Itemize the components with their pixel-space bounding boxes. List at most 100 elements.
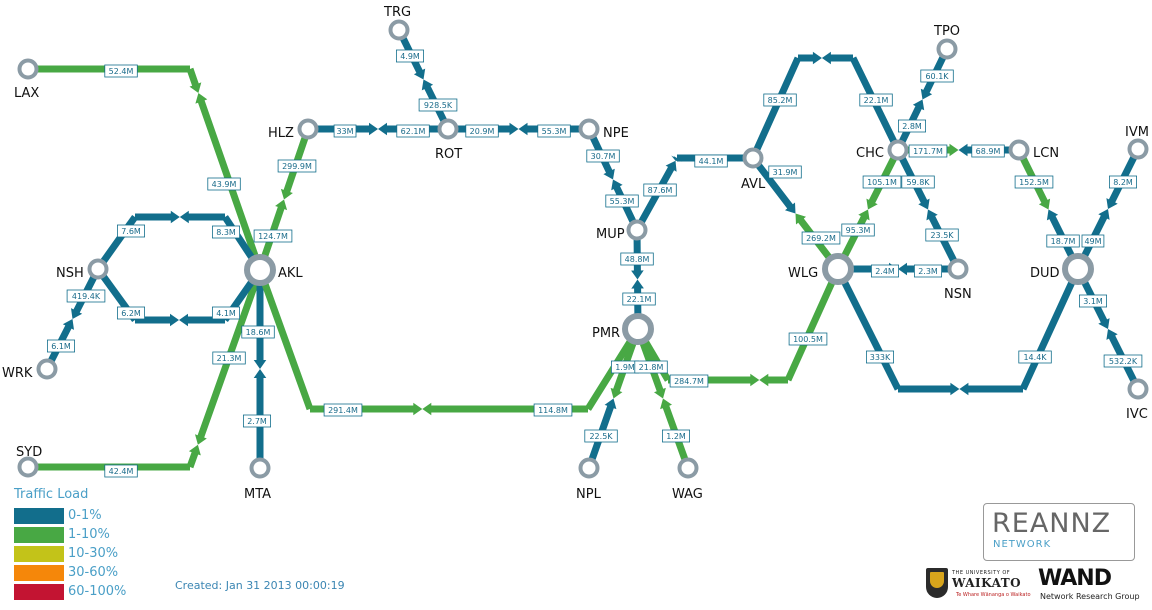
rate-label: 95.3M [841,223,875,237]
rate-label-box [669,374,709,388]
rate-label-text: 33M [336,127,353,136]
link-lax-akl [29,65,263,271]
legend-item-0-1: 0-1% [14,506,126,525]
link-syd-akl [29,269,263,471]
node-npl[interactable]: NPL [576,457,602,503]
router-node-icon[interactable] [1127,378,1149,400]
rate-label-box [1014,175,1054,189]
rate-label-box [253,229,293,243]
router-node-icon[interactable] [87,258,109,280]
router-node-icon[interactable] [249,457,271,479]
legend-label: 60-100% [68,584,127,599]
rate-label-text: 269.2M [806,234,836,243]
waikato-crest-icon [926,568,948,598]
rate-label: 49M [1081,234,1105,248]
node-wag[interactable]: WAG [672,457,703,503]
rate-label-box [1081,234,1105,248]
node-tpo[interactable]: TPO [933,24,960,60]
rate-label-box [104,64,138,78]
node-mta[interactable]: MTA [244,457,271,503]
rate-label: 333K [866,350,895,364]
node-label: WAG [672,487,703,502]
router-node-icon[interactable] [578,118,600,140]
rate-label: 85.2M [763,93,797,107]
router-node-icon[interactable] [1127,138,1149,160]
node-wrk[interactable]: WRK [2,358,58,382]
router-node-icon[interactable] [622,313,654,345]
rate-label-text: 100.5M [793,335,823,344]
legend-item-10-30: 10-30% [14,544,126,563]
links-layer [29,29,1141,471]
rate-label-box [277,159,317,173]
rate-label: 33M [333,124,357,138]
legend-title: Traffic Load [14,487,89,502]
rate-label-box [418,98,458,112]
node-wlg[interactable]: WLG [788,253,854,285]
node-hlz[interactable]: HLZ [268,118,319,142]
router-node-icon[interactable] [437,118,459,140]
rate-label-text: 22.1M [864,96,889,105]
rate-label: 419.4K [66,289,106,303]
rate-label: 532.2K [1103,354,1143,368]
rate-label-box [914,264,943,278]
link-wlg-dud [835,268,1081,396]
router-node-icon[interactable] [887,139,909,161]
rate-label: 291.4M [323,403,363,417]
router-node-icon[interactable] [36,358,58,380]
rate-label-box [323,403,363,417]
node-lax[interactable]: LAX [14,58,39,102]
router-node-icon[interactable] [17,456,39,478]
rate-label-box [925,228,959,242]
node-nsn[interactable]: NSN [944,258,972,303]
router-node-icon[interactable] [742,147,764,169]
link-avl-chc-in-arrow [821,51,853,65]
node-chc[interactable]: CHC [856,139,909,162]
rate-label-text: 105.1M [867,178,897,187]
node-rot[interactable]: ROT [435,118,462,163]
node-ivm[interactable]: IVM [1125,125,1149,160]
router-node-icon[interactable] [244,254,276,286]
router-node-icon[interactable] [626,219,648,241]
node-label: CHC [856,146,884,161]
rate-label: 62.1M [396,124,430,138]
rate-label-box [396,124,430,138]
rate-label: 44.1M [694,154,728,168]
node-pmr[interactable]: PMR [592,313,654,345]
router-node-icon[interactable] [822,253,854,285]
node-mup[interactable]: MUP [596,219,648,243]
link-wrk-nsh [44,268,101,370]
rate-label-box [584,429,618,443]
rate-label: 2.8M [898,119,927,133]
rate-label-text: 6.2M [121,309,141,318]
rate-label-text: 8.3M [216,228,236,237]
rate-label: 4.1M [211,306,240,320]
node-syd[interactable]: SYD [16,445,42,478]
rate-label-box [241,325,275,339]
link-akl-mta [253,271,267,467]
router-node-icon[interactable] [677,457,699,479]
rate-label-text: 284.7M [674,377,704,386]
node-npe[interactable]: NPE [578,118,629,142]
link-wlg-dud-out-arrow [898,382,960,396]
rate-label-box [211,306,240,320]
node-label: TRG [383,5,411,20]
router-node-icon[interactable] [578,457,600,479]
rate-label-box [898,119,927,133]
router-node-icon[interactable] [297,118,319,140]
node-trg[interactable]: TRG [383,5,411,41]
node-avl[interactable]: AVL [741,147,766,193]
link-pmr-wlg-in-trunk [784,268,841,382]
rate-label-box [207,177,241,191]
router-node-icon[interactable] [17,58,39,80]
node-lcn[interactable]: LCN [1008,139,1060,162]
wand-subtitle: Network Research Group [1040,592,1140,601]
router-node-icon[interactable] [1008,139,1030,161]
router-node-icon[interactable] [388,19,410,41]
node-nsh[interactable]: NSH [56,258,109,282]
node-akl[interactable]: AKL [244,254,303,286]
node-dud[interactable]: DUD [1030,253,1094,285]
node-ivc[interactable]: IVC [1126,378,1149,423]
router-node-icon[interactable] [936,38,958,60]
router-node-icon[interactable] [947,258,969,280]
router-node-icon[interactable] [1062,253,1094,285]
